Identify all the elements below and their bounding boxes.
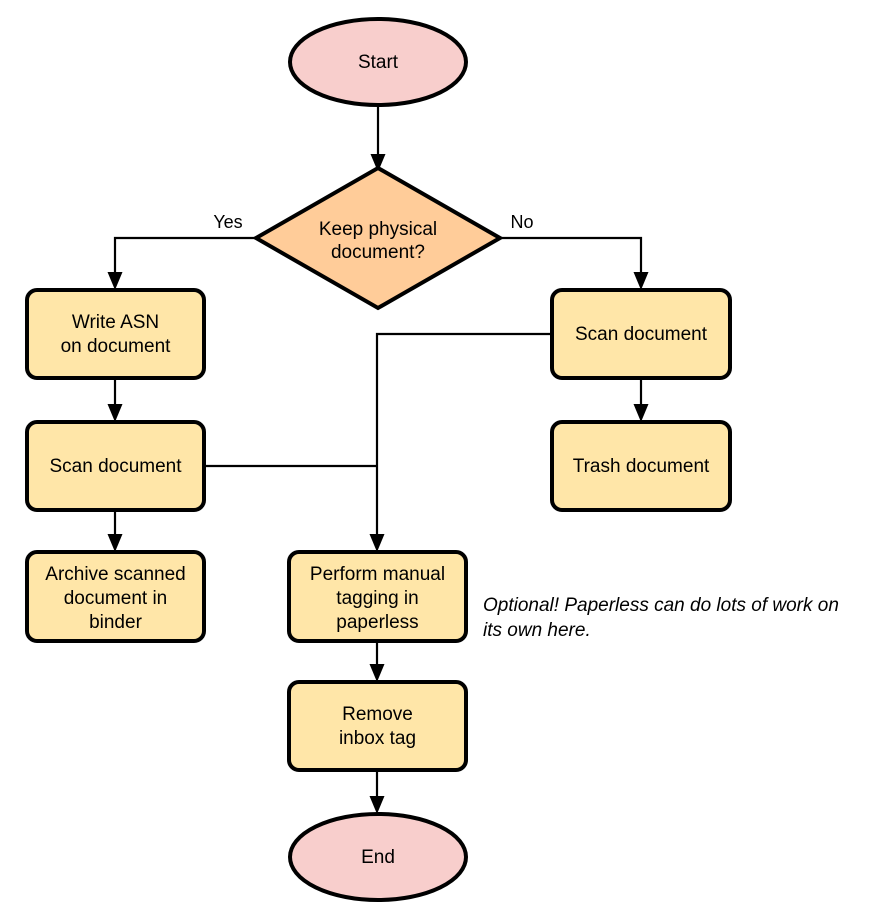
scan-document-left-box: [25, 420, 206, 512]
write-asn-box: [25, 288, 206, 380]
trash-document-box: [550, 420, 732, 512]
node-scan-document-right[interactable]: Scan document: [550, 288, 732, 380]
decision-label-line1: Keep physical: [319, 219, 437, 240]
decision-label-line2: document?: [331, 242, 425, 263]
connector-write-asn-to-scan-left: [107, 378, 123, 422]
start-ellipse: [288, 17, 468, 107]
optional-note-line1: Optional! Paperless can do lots of work …: [483, 595, 839, 616]
manual-tagging-label-line1: Perform manual: [310, 564, 445, 585]
manual-tagging-label-line2: tagging in: [336, 588, 418, 609]
remove-inbox-label-line1: Remove: [342, 704, 413, 725]
optional-note-line2: its own here.: [483, 620, 591, 641]
edge-label-no: No: [510, 212, 533, 232]
remove-inbox-box: [287, 680, 468, 772]
node-archive-scanned-document[interactable]: Archive scanned document in binder: [25, 550, 206, 643]
end-ellipse: [288, 812, 468, 902]
archive-label-line3: binder: [89, 612, 142, 633]
connector-remove-inbox-to-end: [369, 770, 385, 814]
node-start[interactable]: Start: [288, 17, 468, 107]
archive-label-line1: Archive scanned: [45, 564, 185, 585]
manual-tagging-label-line3: paperless: [336, 612, 418, 633]
connector-decision-yes-to-write-asn: [107, 236, 256, 290]
node-trash-document[interactable]: Trash document: [550, 420, 732, 512]
trash-document-label: Trash document: [573, 456, 710, 477]
scan-document-right-label: Scan document: [575, 324, 708, 345]
start-label: Start: [358, 52, 399, 73]
connector-start-to-decision: [370, 105, 386, 172]
manual-tagging-box: [287, 550, 468, 643]
archive-label-line2: document in: [64, 588, 168, 609]
node-write-asn-on-document[interactable]: Write ASN on document: [25, 288, 206, 380]
node-scan-document-left[interactable]: Scan document: [25, 420, 206, 512]
scan-document-right-box: [550, 288, 732, 380]
remove-inbox-label-line2: inbox tag: [339, 728, 416, 749]
connector-decision-no-to-scan-right: [500, 236, 649, 290]
connector-scan-right-to-trash: [633, 378, 649, 422]
connector-scan-right-to-manual-tagging: [369, 332, 552, 552]
write-asn-label-line1: Write ASN: [72, 312, 159, 333]
archive-box: [25, 550, 206, 643]
scan-document-left-label: Scan document: [49, 456, 182, 477]
edge-label-yes: Yes: [213, 212, 242, 232]
connector-manual-tagging-to-remove-inbox: [369, 641, 385, 682]
write-asn-label-line2: on document: [61, 336, 172, 357]
node-remove-inbox-tag[interactable]: Remove inbox tag: [287, 680, 468, 772]
end-label: End: [361, 847, 395, 868]
decision-diamond: [251, 165, 505, 311]
connector-scan-left-to-archive: [107, 510, 123, 552]
node-end[interactable]: End: [288, 812, 468, 902]
node-decision-keep-physical-document[interactable]: Keep physical document?: [251, 165, 505, 311]
node-perform-manual-tagging[interactable]: Perform manual tagging in paperless: [287, 550, 468, 643]
annotation-optional-note: Optional! Paperless can do lots of work …: [483, 595, 839, 641]
